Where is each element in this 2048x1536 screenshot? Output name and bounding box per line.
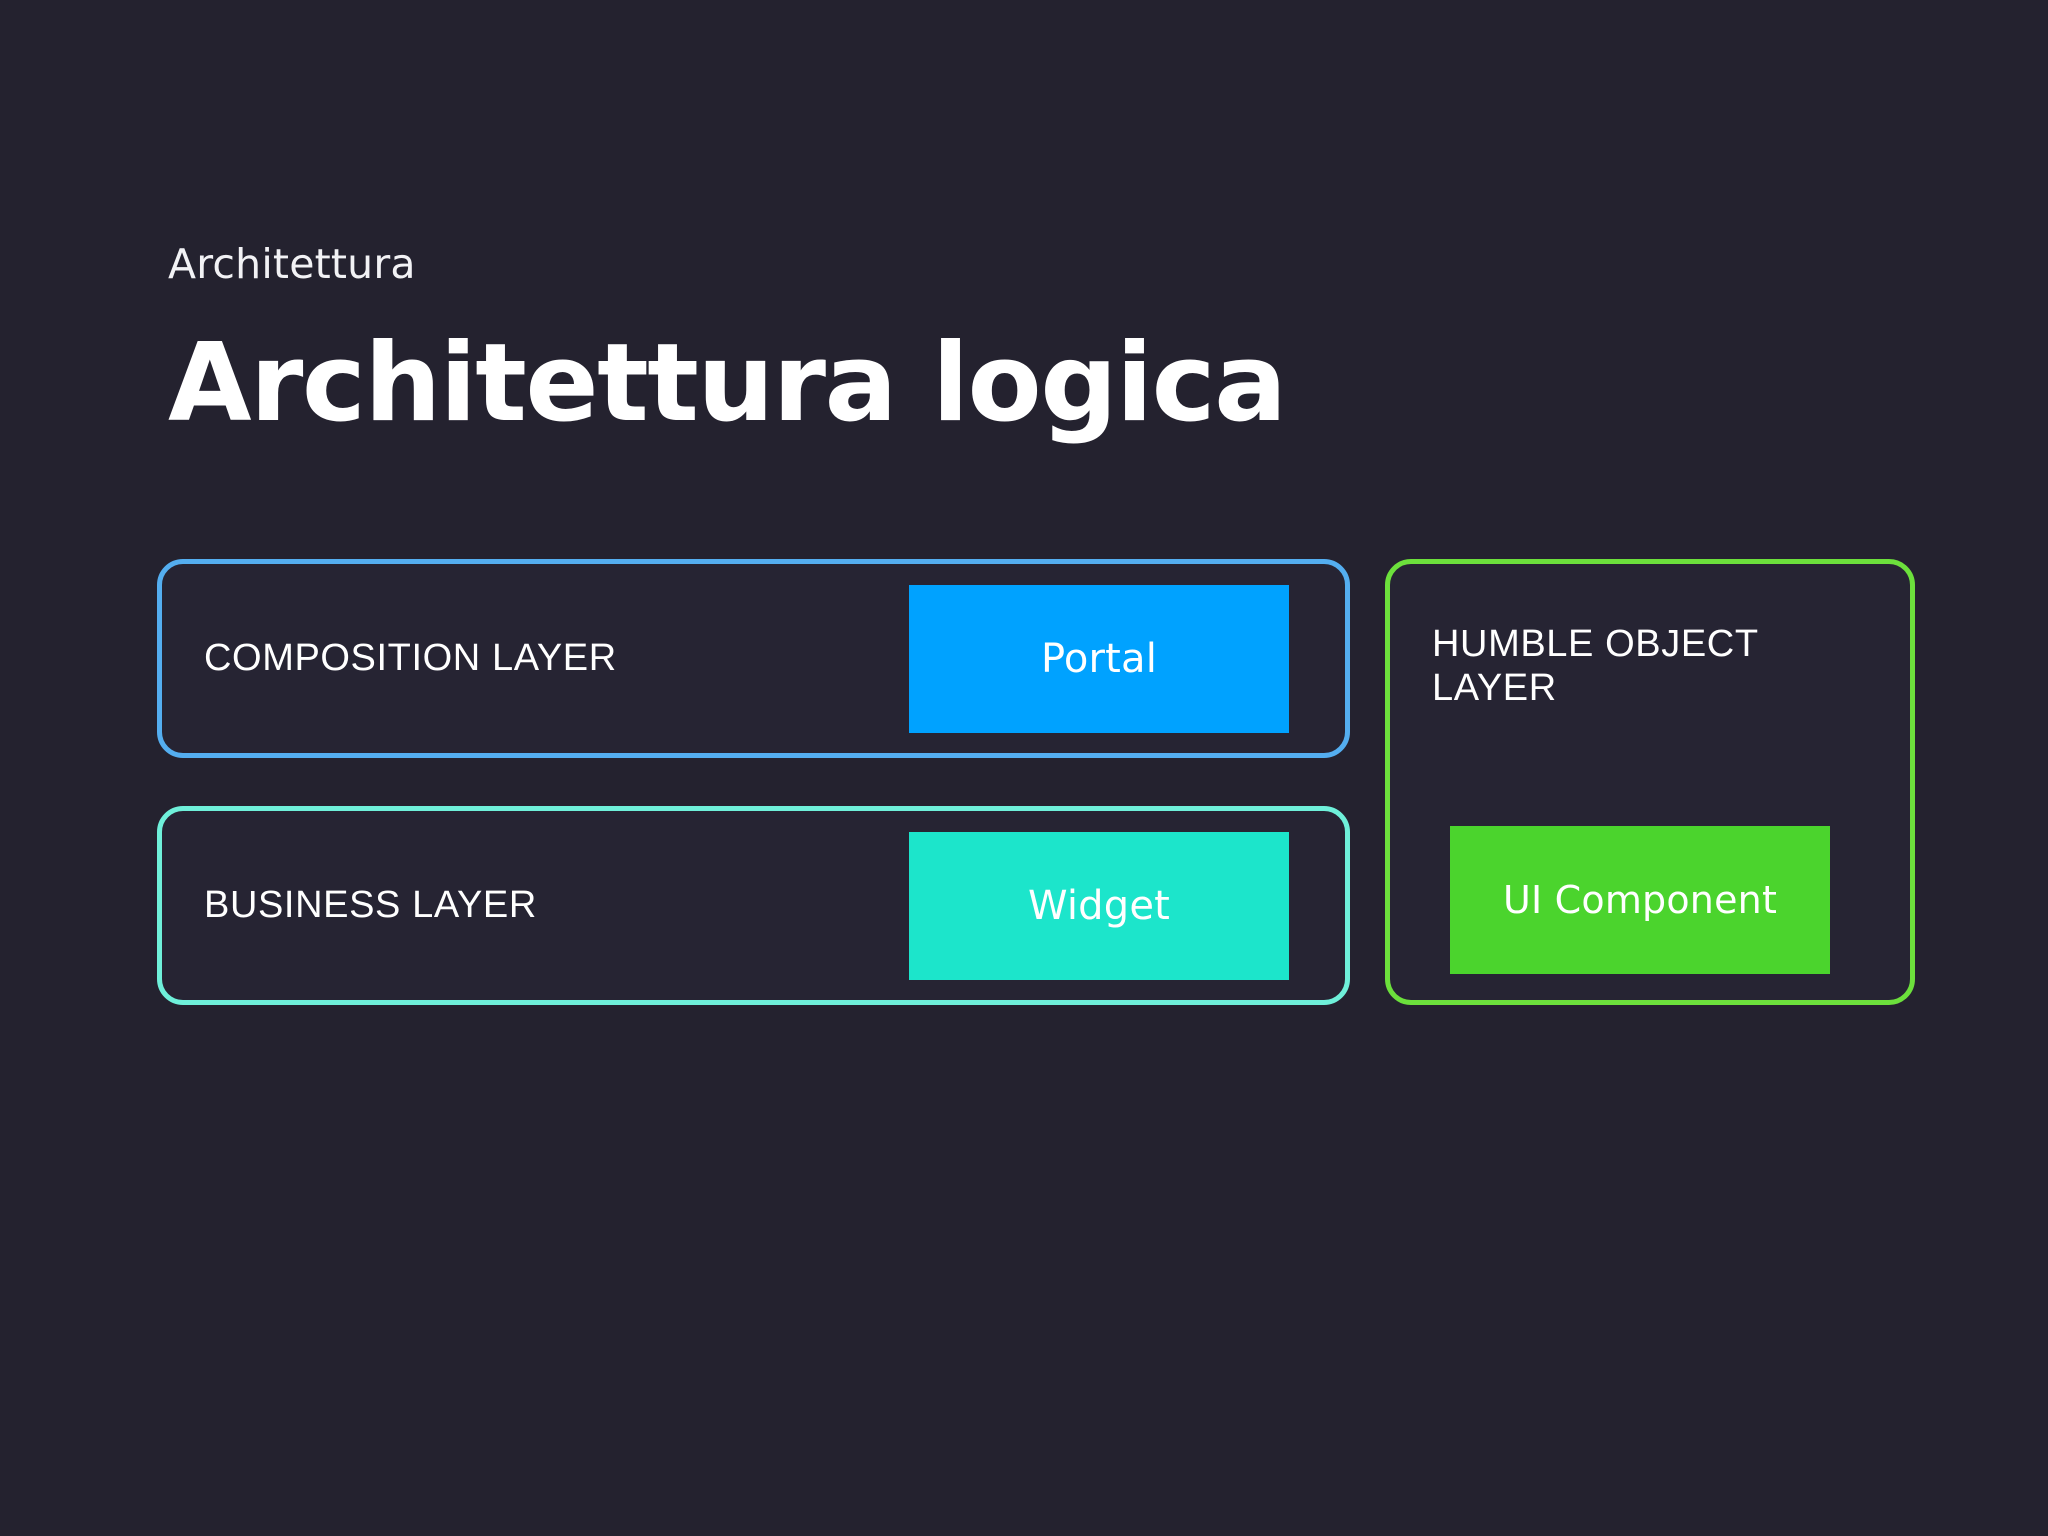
slide-header: Architettura Architettura logica: [168, 240, 1287, 446]
chip-portal[interactable]: Portal: [909, 584, 1289, 733]
slide-eyebrow: Architettura: [168, 240, 416, 288]
layer-title-composition: COMPOSITION LAYER: [204, 636, 617, 679]
layer-card-humble-object[interactable]: HUMBLE OBJECT LAYER UI Component: [1385, 559, 1915, 1005]
layer-card-composition[interactable]: COMPOSITION LAYER Portal: [157, 559, 1350, 758]
layer-card-business[interactable]: BUSINESS LAYER Widget: [157, 806, 1350, 1005]
chip-ui-component[interactable]: UI Component: [1450, 826, 1830, 974]
layer-title-humble-object: HUMBLE OBJECT LAYER: [1432, 623, 1758, 710]
layer-title-business: BUSINESS LAYER: [204, 883, 537, 926]
chip-widget[interactable]: Widget: [909, 831, 1289, 980]
page-title: Architettura logica: [168, 321, 1287, 446]
